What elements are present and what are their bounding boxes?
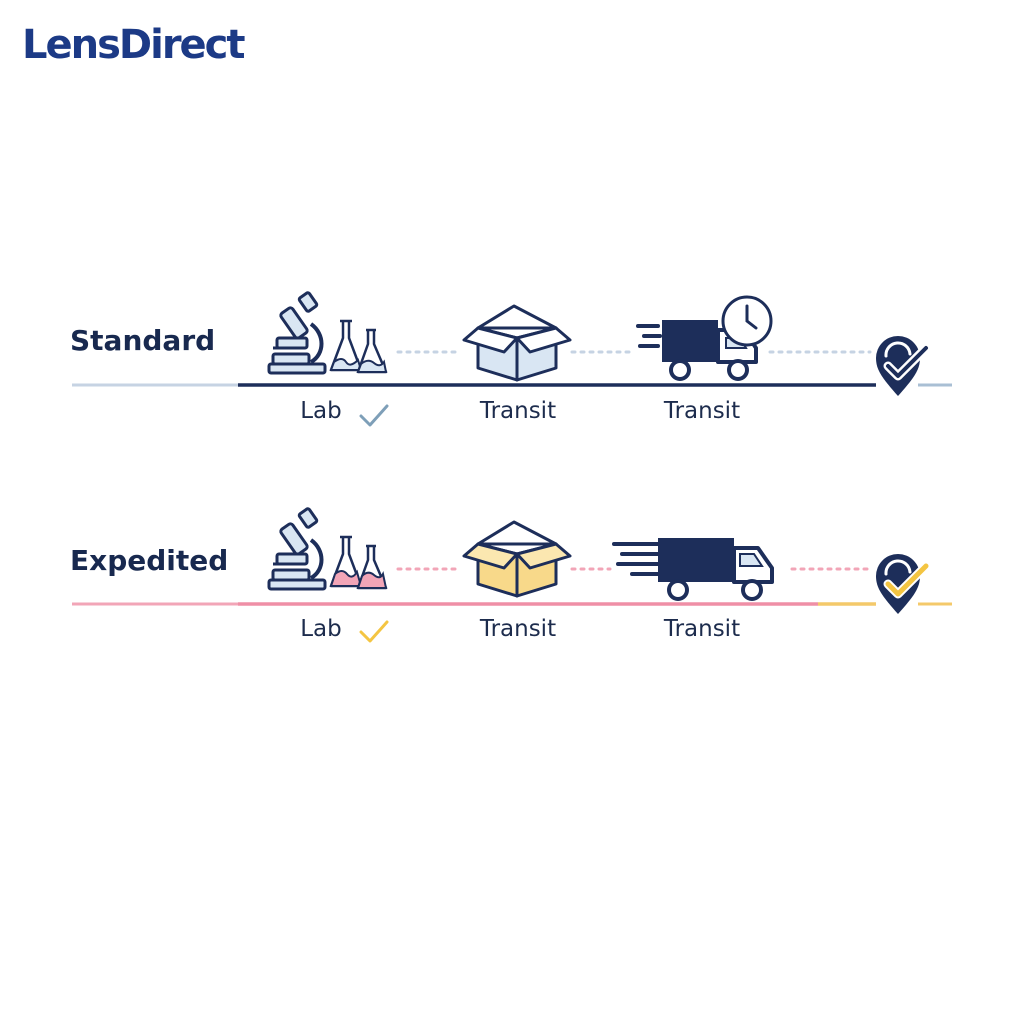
brand-logo[interactable]: LensDirect <box>22 22 246 68</box>
location-pin-check-icon <box>876 554 931 614</box>
stage-label-lab: Lab <box>300 398 342 424</box>
check-icon <box>359 404 389 427</box>
option-label: Expedited <box>70 544 229 577</box>
clock-icon <box>721 295 773 347</box>
flask-icon <box>329 319 388 374</box>
microscope-icon <box>267 291 327 375</box>
check-icon <box>359 620 389 643</box>
stage-label-transit: Transit <box>663 616 741 642</box>
progress-track <box>72 350 952 387</box>
box-icon <box>462 304 572 382</box>
stage-label-transit: Transit <box>479 398 557 424</box>
stage-label-transit: Transit <box>663 398 741 424</box>
microscope-icon <box>267 507 327 591</box>
option-label: Standard <box>70 324 216 357</box>
box-icon <box>462 520 572 598</box>
shipping-option-standard: Standard <box>0 280 1024 440</box>
stage-label-lab: Lab <box>300 616 342 642</box>
fast-delivery-truck-icon <box>612 538 774 601</box>
shipping-option-expedited: Expedited <box>0 500 1024 660</box>
stage-label-transit: Transit <box>479 616 557 642</box>
location-pin-check-icon <box>876 336 931 396</box>
flask-icon <box>329 535 388 590</box>
progress-track <box>72 567 952 606</box>
